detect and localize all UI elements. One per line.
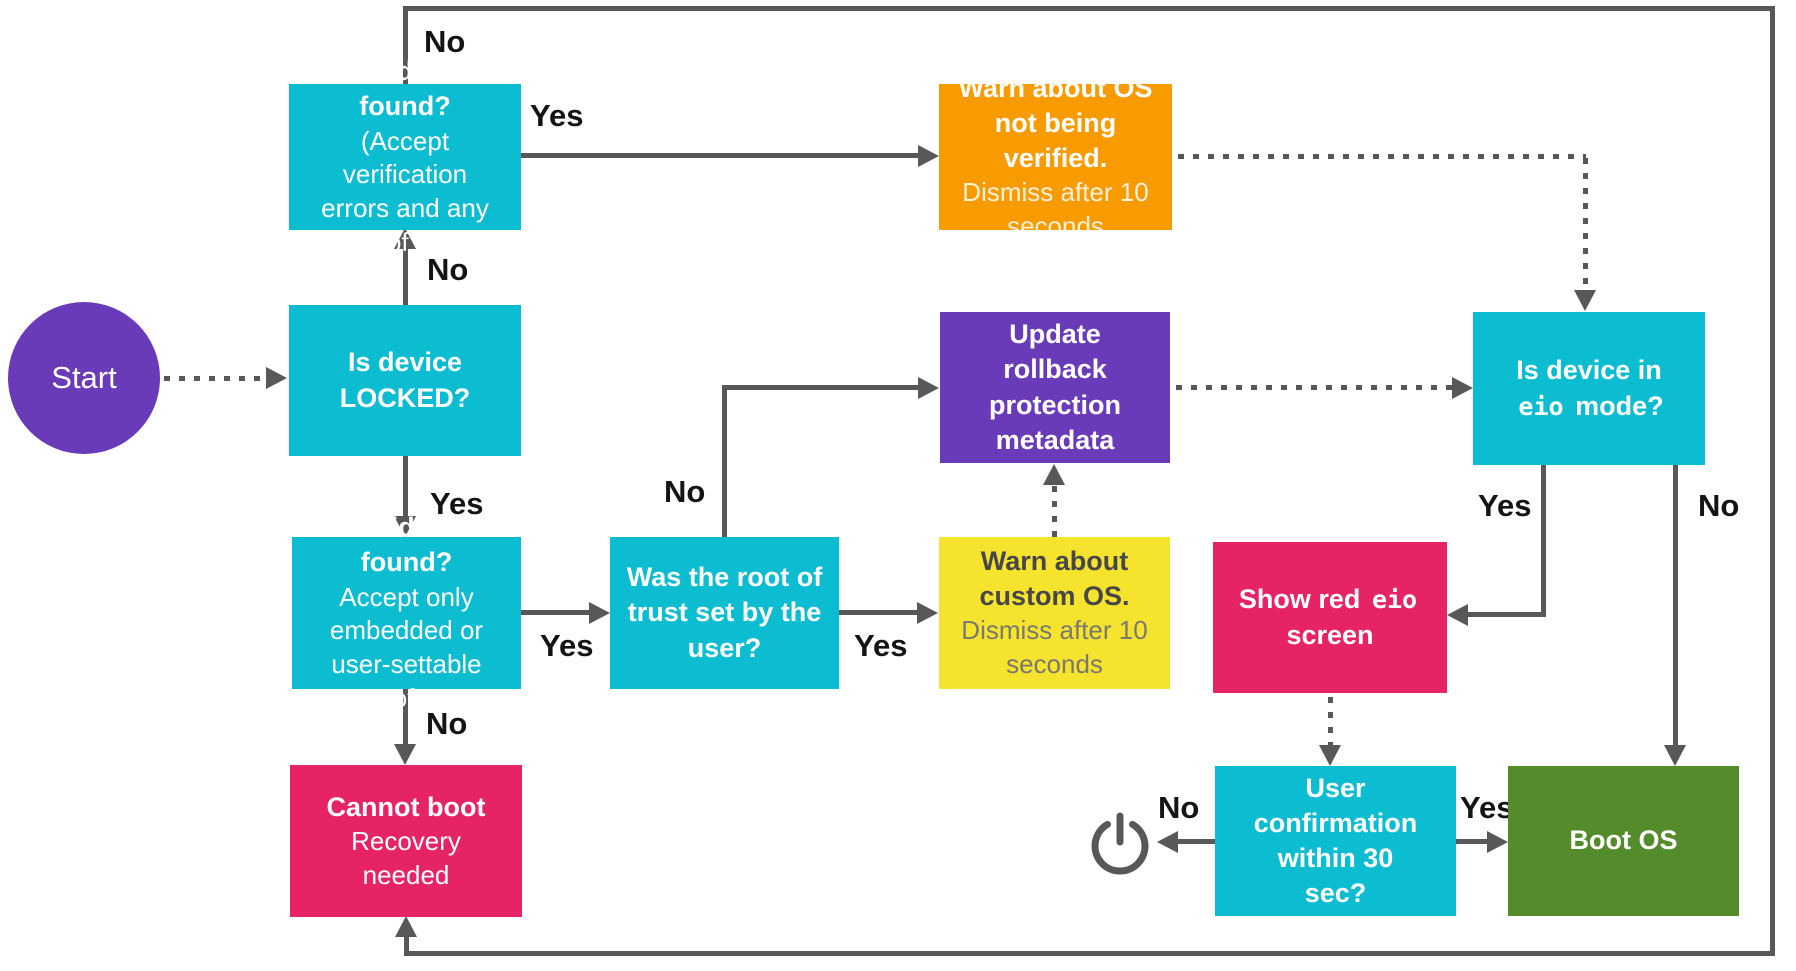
edge-validany-yes — [521, 153, 919, 158]
node-user-confirmation: User confirmation within 30 sec? — [1215, 766, 1456, 916]
label-locked-yes: Yes — [430, 486, 484, 521]
node-update-rollback-title: Update rollback protection metadata — [989, 319, 1121, 455]
node-boot-os-title: Boot OS — [1569, 825, 1678, 856]
node-was-root-user: Was the root of trust set by the user? — [610, 537, 839, 689]
node-is-device-locked: Is device LOCKED? — [289, 305, 521, 456]
label-eio-no: No — [1698, 488, 1740, 523]
arrowhead-wasroot-no — [918, 377, 939, 399]
edge-redeio-dotted — [1328, 697, 1333, 746]
edge-wasroot-no-v — [722, 385, 727, 537]
arrowhead-warncustom-to-update — [1043, 464, 1065, 485]
edge-validlocked-no — [403, 689, 408, 746]
node-valid-os-locked: Valid OS found? Accept only embedded or … — [292, 512, 521, 713]
start-label: Start — [51, 360, 117, 395]
edge-locked-yes — [403, 456, 408, 518]
is-eio-post: mode? — [1575, 390, 1664, 421]
node-cannot-boot-subtitle: Recovery needed — [351, 825, 461, 890]
arrowhead-redeio-to-confirm — [1319, 745, 1341, 766]
label-wasroot-yes: Yes — [854, 628, 908, 663]
node-show-red-eio: Show red eio screen — [1213, 542, 1447, 693]
node-warn-not-verified-title: Warn about OS not being verified. — [958, 72, 1153, 173]
node-boot-os: Boot OS — [1508, 766, 1739, 916]
arrowhead-update-to-eio — [1452, 377, 1473, 399]
arrowhead-into-cannotboot-bottom — [395, 916, 417, 937]
edge-loop-top — [403, 6, 1775, 11]
edge-validany-no-up — [403, 8, 408, 84]
label-validlocked-no: No — [426, 706, 468, 741]
edge-update-dotted — [1176, 385, 1452, 390]
edge-eio-yes-h — [1468, 612, 1546, 617]
edge-confirm-yes — [1456, 839, 1488, 844]
show-red-mono: eio — [1371, 585, 1418, 615]
node-valid-os-any-title: Valid OS found? — [350, 56, 460, 122]
node-was-root-user-title: Was the root of trust set by the user? — [626, 562, 823, 663]
label-validany-no: No — [424, 24, 466, 59]
edge-warnverified-dotted-h — [1178, 154, 1586, 159]
label-eio-yes: Yes — [1478, 488, 1532, 523]
edge-loop-into-cannotboot — [404, 936, 409, 956]
node-update-rollback: Update rollback protection metadata — [940, 312, 1170, 463]
edge-loop-right — [1770, 6, 1775, 956]
label-confirm-no: No — [1158, 790, 1200, 825]
is-eio-mono: eio — [1518, 391, 1564, 421]
node-warn-not-verified-subtitle: Dismiss after 10 seconds — [962, 176, 1149, 241]
arrowhead-warnverified-to-eio — [1574, 290, 1596, 311]
edge-locked-no — [403, 246, 408, 305]
edge-confirm-no — [1178, 839, 1215, 844]
label-validany-yes: Yes — [530, 98, 584, 133]
arrowhead-locked-yes — [394, 516, 416, 537]
node-valid-os-any-subtitle: (Accept verification errors and any root… — [321, 125, 489, 257]
arrowhead-locked-no — [394, 228, 416, 249]
node-warn-custom-os: Warn about custom OS. Dismiss after 10 s… — [939, 537, 1170, 689]
node-cannot-boot-title: Cannot boot — [326, 791, 486, 822]
edge-warncustom-dotted — [1052, 486, 1057, 537]
arrowhead-confirm-yes — [1487, 831, 1508, 853]
edge-eio-no — [1673, 465, 1678, 746]
power-off-icon — [1091, 812, 1149, 875]
edge-loop-bottom — [404, 951, 1775, 956]
node-cannot-boot: Cannot boot Recovery needed — [290, 765, 522, 917]
label-locked-no: No — [427, 252, 469, 287]
arrowhead-start-to-locked — [266, 367, 287, 389]
arrowhead-eio-no — [1664, 745, 1686, 766]
arrowhead-validlocked-yes — [589, 602, 610, 624]
node-is-device-locked-title: Is device LOCKED? — [339, 347, 471, 413]
edge-eio-yes-v — [1541, 465, 1546, 617]
label-wasroot-no: No — [664, 474, 706, 509]
edge-warnverified-dotted-v — [1583, 158, 1588, 289]
node-user-confirmation-title: User confirmation within 30 sec? — [1253, 772, 1418, 909]
edge-start-to-locked — [164, 376, 266, 381]
node-valid-os-locked-subtitle: Accept only embedded or user-settable ro… — [329, 581, 484, 713]
node-is-eio-mode-title: Is device in eio mode? — [1495, 353, 1683, 423]
arrowhead-wasroot-yes — [917, 602, 938, 624]
arrowhead-validany-yes — [918, 145, 939, 167]
arrowhead-eio-yes — [1447, 604, 1468, 626]
node-show-red-eio-title: Show red eio screen — [1235, 582, 1425, 652]
node-warn-custom-os-subtitle: Dismiss after 10 seconds — [961, 615, 1148, 680]
label-validlocked-yes: Yes — [540, 628, 594, 663]
node-valid-os-any: Valid OS found? (Accept verification err… — [289, 56, 521, 257]
is-eio-pre: Is device in — [1516, 355, 1662, 386]
node-valid-os-locked-title: Valid OS found? — [351, 512, 462, 578]
start-node: Start — [8, 302, 160, 454]
edge-wasroot-yes — [839, 610, 919, 615]
arrowhead-confirm-no — [1157, 831, 1178, 853]
show-red-post: screen — [1286, 619, 1374, 650]
show-red-pre: Show red — [1238, 584, 1361, 615]
node-warn-not-verified: Warn about OS not being verified. Dismis… — [939, 73, 1172, 241]
edge-validlocked-yes — [521, 610, 591, 615]
label-confirm-yes: Yes — [1460, 790, 1514, 825]
arrowhead-validlocked-no — [394, 744, 416, 765]
node-is-eio-mode: Is device in eio mode? — [1473, 312, 1705, 465]
edge-wasroot-no-h — [722, 385, 919, 390]
node-warn-custom-os-title: Warn about custom OS. — [979, 546, 1130, 612]
